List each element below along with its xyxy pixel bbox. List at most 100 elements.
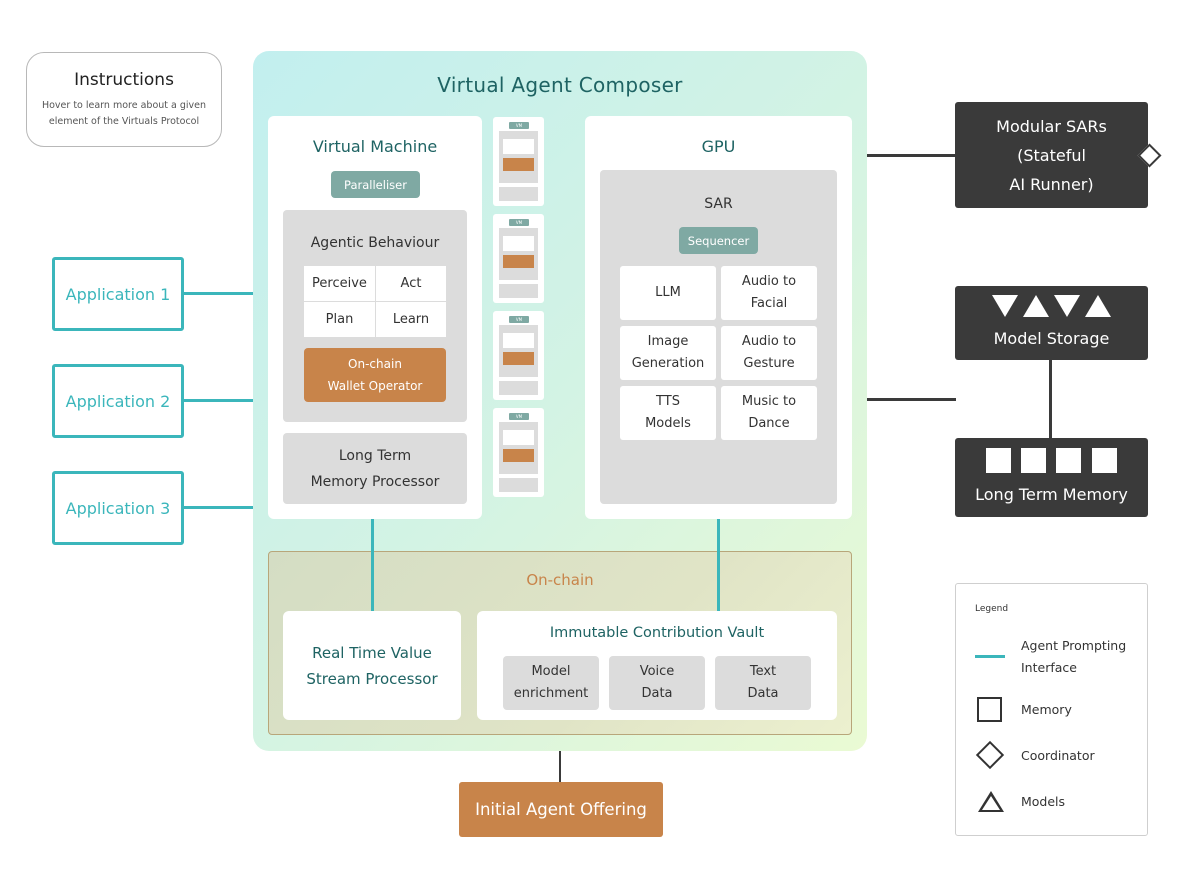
mini-vm-inner — [503, 236, 534, 251]
mini-vm-memory — [499, 381, 538, 395]
long-term-memory-processor[interactable]: Long Term Memory Processor — [283, 433, 467, 504]
sar-cell-line2: Gesture — [743, 356, 795, 371]
sar-cell-line2: Facial — [750, 296, 788, 311]
rtv-line2: Stream Processor — [306, 669, 438, 688]
mini-vm-tag: VM — [509, 122, 529, 129]
initial-agent-offering[interactable]: Initial Agent Offering — [459, 782, 663, 837]
model-triangle-icon — [992, 295, 1018, 317]
sar-cell-audio-gesture[interactable]: Audio to Gesture — [721, 326, 817, 380]
mini-vm-2[interactable]: VM — [493, 214, 544, 303]
connector-app1 — [184, 292, 253, 295]
memory-square-icon — [1021, 448, 1046, 473]
application-2[interactable]: Application 2 — [52, 364, 184, 438]
mini-vm-tag: VM — [509, 413, 529, 420]
sar-cell-line1: LLM — [655, 285, 681, 300]
vault-cell-voice-data[interactable]: Voice Data — [609, 656, 705, 710]
mini-vm-memory — [499, 478, 538, 492]
sars-line1: Modular SARs — [996, 116, 1107, 136]
model-triangle-icon — [1085, 295, 1111, 317]
mini-vm-memory — [499, 187, 538, 201]
rtv-line1: Real Time Value — [312, 643, 432, 662]
legend-api-line2: Interface — [1021, 660, 1077, 675]
real-time-value-stream-processor[interactable]: Real Time Value Stream Processor — [283, 611, 461, 720]
wallet-line1: On-chain — [348, 357, 402, 371]
learn-cell[interactable]: Learn — [376, 302, 446, 337]
instructions-card: Instructions Hover to learn more about a… — [26, 52, 222, 147]
mini-vm-wallet — [503, 158, 534, 171]
mini-vm-tag: VM — [509, 219, 529, 226]
sar-cell-music-dance[interactable]: Music to Dance — [721, 386, 817, 440]
legend-title: Legend — [975, 604, 1009, 614]
composer-title: Virtual Agent Composer — [437, 73, 683, 97]
wallet-line2: Wallet Operator — [327, 379, 423, 393]
mini-vm-inner — [503, 333, 534, 348]
memory-square-icon — [1056, 448, 1081, 473]
mini-vm-wallet — [503, 449, 534, 462]
mini-vm-4[interactable]: VM — [493, 408, 544, 497]
sars-line3: AI Runner) — [1009, 174, 1094, 194]
modular-sars[interactable]: Modular SARs (Stateful AI Runner) — [955, 102, 1148, 208]
legend-models-label: Models — [1021, 794, 1066, 809]
model-storage[interactable] — [955, 286, 1148, 360]
sar-cell-image-generation[interactable]: Image Generation — [620, 326, 716, 380]
vault-cell-line1: Model — [531, 664, 571, 679]
application-1[interactable]: Application 1 — [52, 257, 184, 331]
connector-vm-onchain — [371, 519, 374, 611]
legend-memory-label: Memory — [1021, 702, 1072, 717]
sar-cell-line2: Models — [645, 416, 691, 431]
model-storage-label: Model Storage — [993, 328, 1110, 348]
connector-composer-offering — [559, 751, 561, 782]
vault-cell-line2: Data — [641, 686, 673, 701]
sars-line2: (Stateful — [1017, 145, 1086, 165]
instructions-title: Instructions — [74, 69, 174, 90]
connector-gpu-sars — [852, 154, 956, 157]
agentic-behaviour-title: Agentic Behaviour — [310, 235, 440, 251]
plan-cell[interactable]: Plan — [304, 302, 375, 337]
vault-cell-line1: Voice — [639, 664, 675, 679]
wallet-operator[interactable]: On-chain Wallet Operator — [304, 348, 446, 402]
sar-cell-audio-facial[interactable]: Audio to Facial — [721, 266, 817, 320]
legend-api-label: Agent Prompting Interface — [1021, 635, 1126, 679]
connector-app2 — [184, 399, 253, 402]
instructions-text: Hover to learn more about a given elemen… — [41, 99, 207, 127]
legend-coordinator-label: Coordinator — [1021, 748, 1095, 763]
long-term-memory-label: Long Term Memory — [975, 484, 1128, 504]
mini-vm-inner — [503, 139, 534, 154]
vault-cell-text-data[interactable]: Text Data — [715, 656, 811, 710]
sar-cell-line2: Generation — [631, 356, 705, 371]
connector-app3 — [184, 506, 253, 509]
mini-vm-3[interactable]: VM — [493, 311, 544, 400]
ltmp-line1: Long Term — [338, 447, 412, 464]
sar-cell-line2: Dance — [748, 416, 790, 431]
act-cell[interactable]: Act — [376, 266, 446, 301]
ltmp-line2: Memory Processor — [310, 473, 440, 490]
vault-cell-line2: Data — [747, 686, 779, 701]
mini-vm-tag: VM — [509, 316, 529, 323]
paralleliser-tag[interactable]: Paralleliser — [331, 171, 420, 198]
sar-title: SAR — [704, 196, 733, 212]
connector-gpu-onchain — [717, 519, 720, 611]
legend-api-line1: Agent Prompting — [1021, 638, 1127, 653]
perceive-cell[interactable]: Perceive — [304, 266, 375, 301]
model-triangle-icon — [1023, 295, 1049, 317]
connector-gpu-storage — [867, 398, 956, 401]
vault-cell-model-enrichment[interactable]: Model enrichment — [503, 656, 599, 710]
sar-cell-line1: Audio to — [741, 334, 797, 349]
gpu-title: GPU — [701, 136, 736, 156]
sequencer-tag[interactable]: Sequencer — [679, 227, 758, 254]
onchain-title: On-chain — [526, 571, 594, 589]
virtual-machine-title: Virtual Machine — [312, 136, 438, 156]
application-3[interactable]: Application 3 — [52, 471, 184, 545]
sar-cell-line1: Music to — [741, 394, 797, 409]
memory-square-icon — [1092, 448, 1117, 473]
sar-cell-llm[interactable]: LLM — [620, 266, 716, 320]
connector-storage-memory — [1049, 360, 1052, 438]
model-triangle-icon — [1054, 295, 1080, 317]
mini-vm-1[interactable]: VM — [493, 117, 544, 206]
sar-cell-tts-models[interactable]: TTS Models — [620, 386, 716, 440]
mini-vm-wallet — [503, 255, 534, 268]
vault-title: Immutable Contribution Vault — [549, 625, 765, 641]
sar-cell-line1: Audio to — [741, 274, 797, 289]
vault-cell-line1: Text — [749, 664, 777, 679]
legend-line-icon — [975, 655, 1005, 658]
